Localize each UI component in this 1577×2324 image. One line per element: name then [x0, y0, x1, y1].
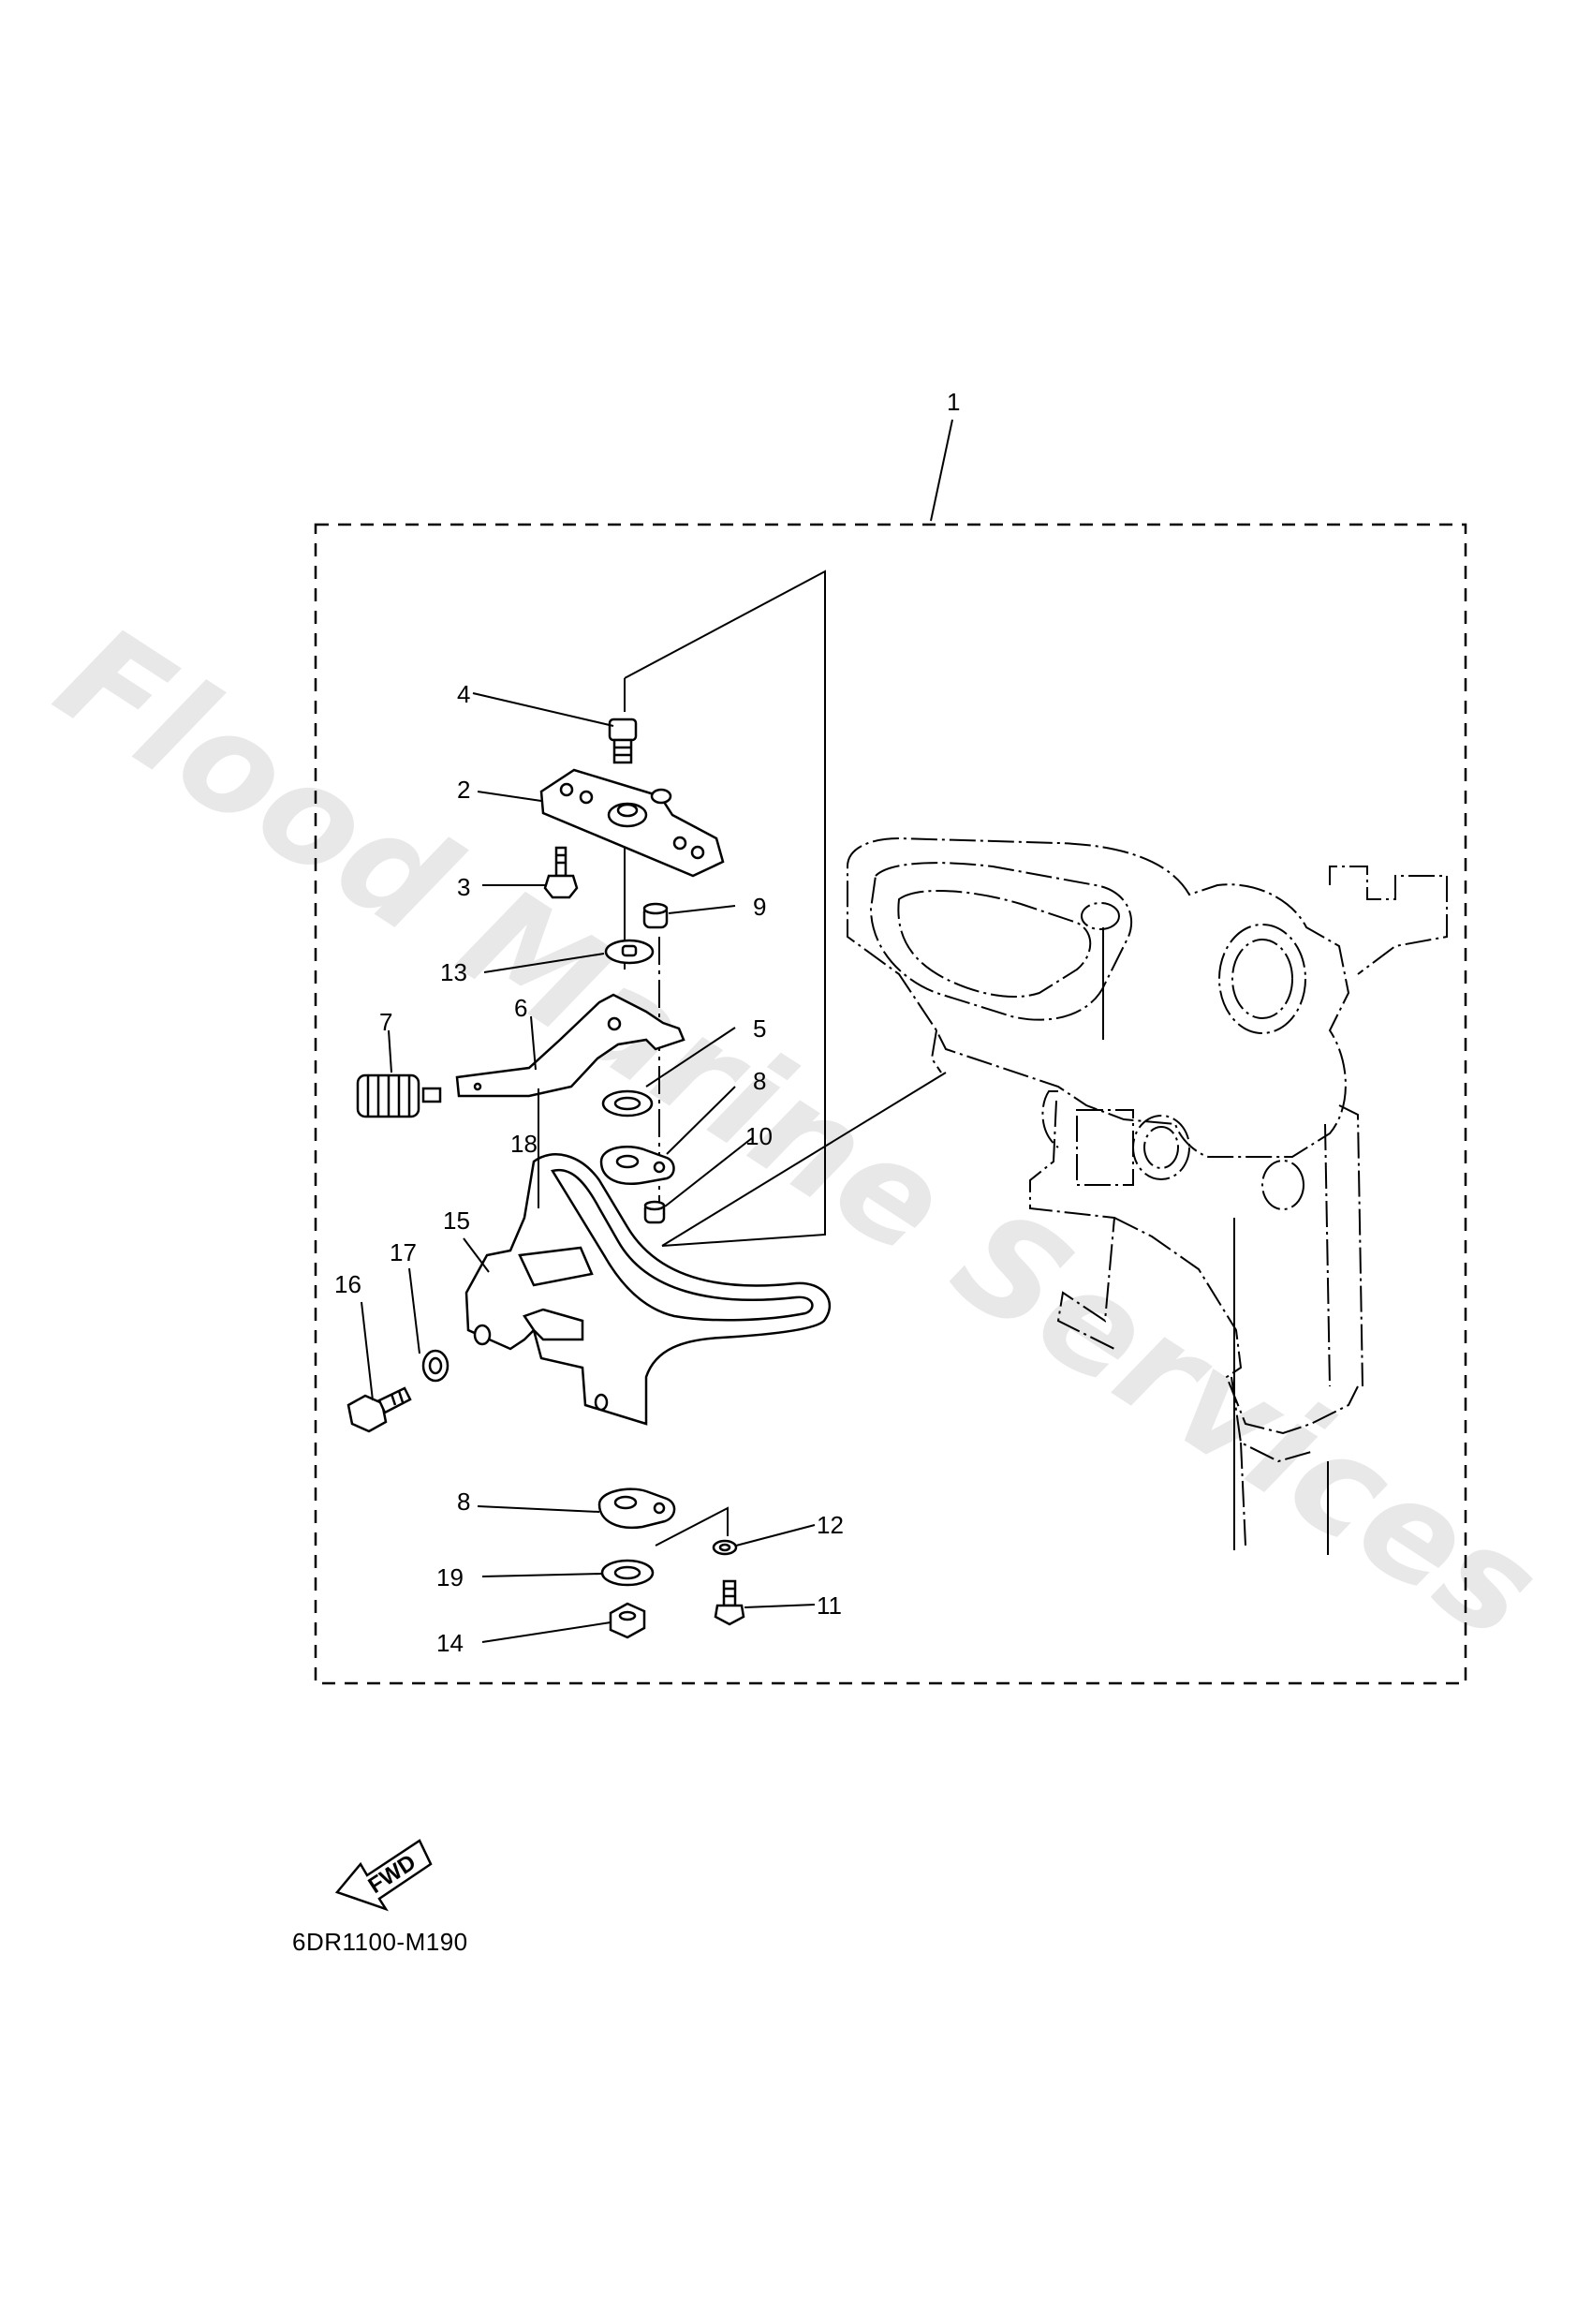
callout-17: 17 — [390, 1238, 417, 1266]
part-washer-13 — [604, 939, 655, 965]
callout-5: 5 — [753, 1014, 766, 1043]
callout-4: 4 — [457, 680, 470, 708]
callout-15: 15 — [443, 1206, 470, 1235]
callout-8-upper: 8 — [753, 1067, 766, 1095]
callout-19: 19 — [436, 1563, 464, 1591]
callout-9: 9 — [753, 893, 766, 921]
part-washer-17 — [421, 1349, 450, 1383]
engine-bracket-outline — [847, 836, 1448, 1547]
callout-7: 7 — [379, 1008, 392, 1036]
part-bracket-15 — [464, 1153, 832, 1426]
callout-13: 13 — [440, 958, 467, 986]
callout-16: 16 — [334, 1270, 361, 1298]
callout-labels: 1 2 3 4 5 6 7 8 8 9 10 11 12 13 14 15 16… — [334, 388, 960, 1657]
part-washer-19 — [600, 1559, 655, 1587]
part-bolt-4 — [608, 718, 638, 764]
part-grommet-8-lower — [597, 1488, 676, 1530]
part-washer-12 — [712, 1539, 738, 1556]
callout-6: 6 — [514, 994, 527, 1022]
part-screw-11 — [714, 1579, 745, 1626]
callout-11: 11 — [817, 1591, 842, 1620]
callout-10: 10 — [745, 1122, 773, 1150]
part-washer-5 — [601, 1089, 654, 1118]
part-bolt-16 — [346, 1386, 412, 1433]
callout-2: 2 — [457, 776, 470, 804]
callout-1: 1 — [947, 388, 960, 416]
part-collar-10 — [643, 1200, 666, 1224]
assembly-boundary — [314, 523, 1467, 1685]
part-screw-3 — [543, 846, 579, 899]
part-grommet-8-upper — [599, 1145, 675, 1185]
fwd-arrow-icon: FWD — [334, 1839, 433, 1912]
part-collar-9 — [642, 902, 669, 929]
callout-leaders — [361, 419, 953, 1643]
part-nut-14 — [609, 1602, 646, 1639]
callout-14: 14 — [436, 1629, 464, 1657]
callout-12: 12 — [817, 1511, 844, 1539]
engine-bracket-shafts — [1102, 927, 1329, 1555]
callout-3: 3 — [457, 873, 470, 901]
callout-8-lower: 8 — [457, 1488, 470, 1516]
callout-18: 18 — [510, 1130, 538, 1158]
part-spring-7 — [356, 1073, 442, 1118]
drawing-code: 6DR1100-M190 — [292, 1928, 468, 1956]
part-lever-6 — [455, 993, 685, 1098]
part-plate-2 — [539, 768, 725, 878]
watermark-text: Flood Marine Services — [31, 595, 1567, 1671]
